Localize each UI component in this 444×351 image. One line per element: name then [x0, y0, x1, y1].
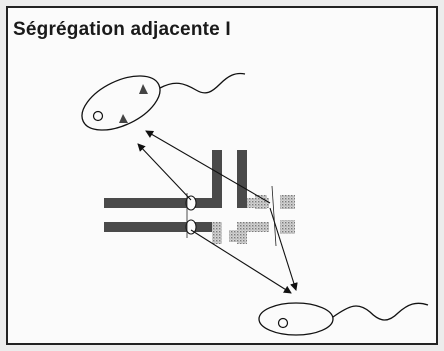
- division-line-2: [271, 185, 277, 247]
- arrow-centromere-to-upper-cell: [137, 143, 192, 201]
- light-segment-2: [237, 222, 247, 244]
- slide-title: Ségrégation adjacente I: [13, 19, 231, 40]
- centromere-lower: [185, 219, 197, 235]
- lower-centromere-marker: [277, 317, 289, 329]
- light-segment-5: [255, 195, 267, 209]
- upper-centromere-marker: [92, 110, 104, 122]
- upper-cell-outline: [81, 75, 161, 131]
- upper-triangle-marker-2: [119, 114, 128, 123]
- light-segment-7: [280, 220, 295, 234]
- light-segment-1: [212, 222, 222, 244]
- upper-tail: [159, 72, 246, 94]
- arrow-right-to-upper-cell: [145, 130, 271, 204]
- light-segment-6: [280, 195, 295, 209]
- segregation-arrows: [137, 130, 298, 294]
- lower-cell: [258, 302, 429, 336]
- upper-triangle-marker-1: [139, 84, 148, 94]
- upper-cell: [81, 72, 246, 131]
- light-segment-8: [229, 230, 241, 242]
- chromosome-quadrivalent: [104, 150, 295, 247]
- horizontal-chromosome-upper: [104, 198, 222, 208]
- centromere-upper: [185, 195, 197, 211]
- arrow-right-to-lower-cell: [269, 207, 298, 291]
- lower-tail: [332, 302, 429, 321]
- arrow-centromere-to-lower-cell: [190, 229, 292, 294]
- vertical-chromosome-left: [212, 150, 222, 208]
- vertical-chromosome-right: [237, 150, 247, 208]
- horizontal-chromosome-lower: [104, 222, 222, 232]
- lower-cell-outline: [258, 302, 334, 336]
- light-segment-4: [247, 222, 269, 232]
